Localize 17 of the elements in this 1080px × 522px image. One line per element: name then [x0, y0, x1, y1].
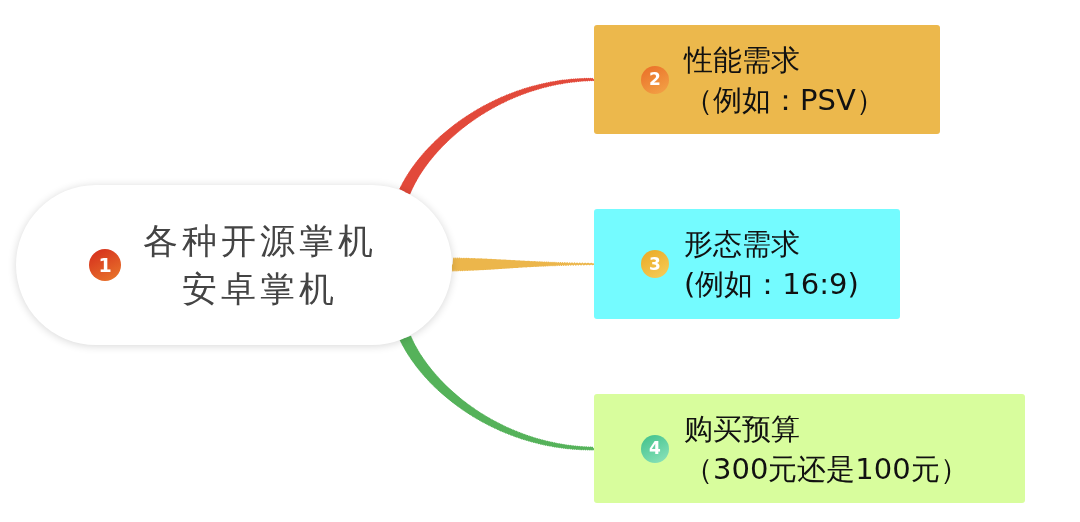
subtopic-box — [594, 394, 1025, 503]
branch-connector — [451, 257, 595, 272]
branch-connector — [399, 77, 595, 195]
central-topic-title: 各种开源掌机安卓掌机 — [142, 220, 378, 311]
step-number: 4 — [641, 434, 669, 463]
step-number: 1 — [89, 249, 121, 281]
subtopic-heading: 形态需求 — [684, 226, 801, 263]
step-number: 2 — [641, 65, 669, 94]
subtopic-box — [594, 25, 940, 134]
subtopic-heading: 购买预算 — [684, 410, 801, 448]
subtopic-note: （例如：PSV） — [684, 81, 885, 119]
subtopic-box — [594, 209, 900, 319]
subtopic-note: （300元还是100元） — [684, 450, 969, 488]
subtopic-note: (例如：16:9) — [684, 266, 859, 303]
subtopic-heading: 性能需求 — [684, 41, 801, 79]
branch-connector — [399, 335, 595, 451]
step-number: 3 — [641, 250, 669, 278]
